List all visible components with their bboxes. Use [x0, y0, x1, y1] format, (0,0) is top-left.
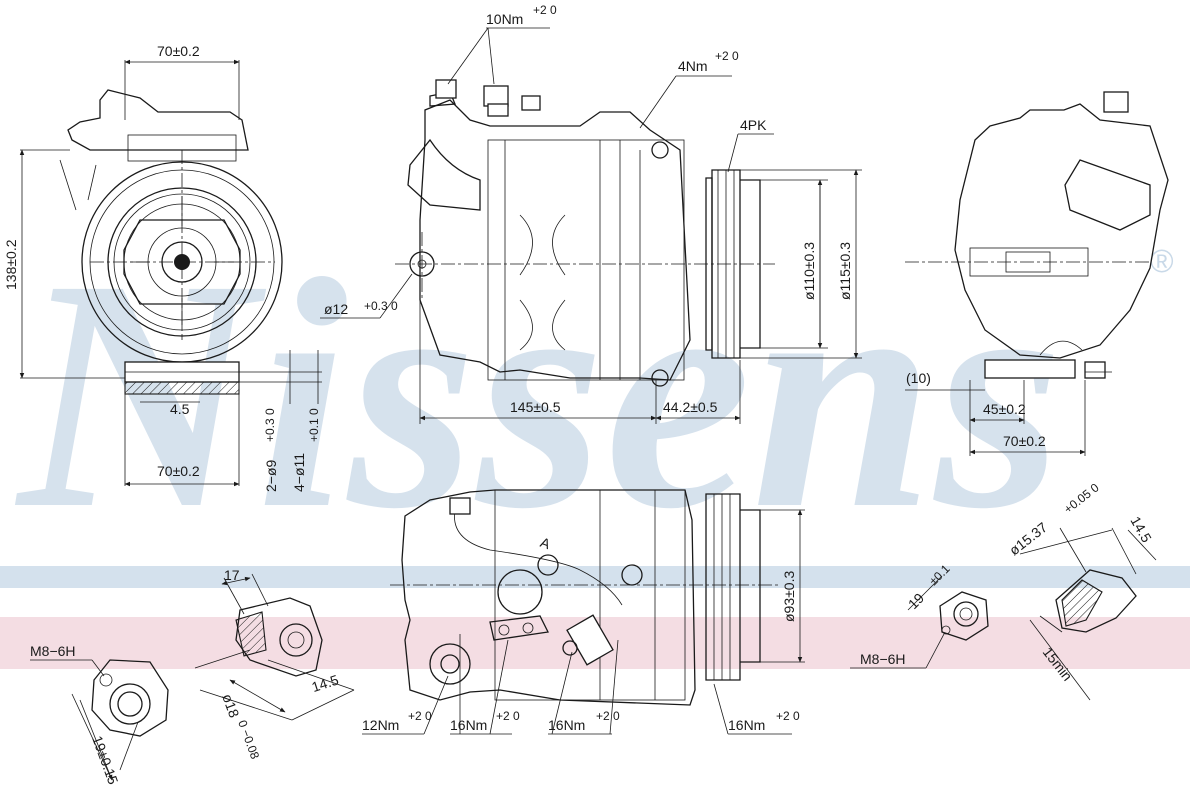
fitting-left-length-label: 14.5 — [310, 671, 341, 695]
bottom-pulley-dia-label: ø93±0.3 — [781, 571, 797, 622]
side-belt-label: 4PK — [740, 117, 767, 133]
fitting-left-bore-label: ø18 — [219, 692, 242, 720]
fitting-left-spacing-label: 19±0.15 — [89, 734, 121, 787]
side-pivot-hole-tol: +0.3 0 — [364, 299, 398, 313]
front-width-bottom-label: 70±0.2 — [157, 463, 200, 479]
fitting-left-thread-label: M8−6H — [30, 643, 76, 659]
fitting-left-detail: M8−6H 19±0.15 17 14.5 ø18 0 −0.08 — [30, 567, 355, 787]
watermark-stripe-blue — [0, 566, 1190, 588]
front-hole-b-label: 4−ø11 — [291, 453, 307, 492]
rear-width-inner-label: 45±0.2 — [983, 401, 1026, 417]
bottom-torque-2-tol: +2 0 — [496, 709, 520, 723]
front-hole-a-tol: +0.3 0 — [263, 408, 277, 442]
rear-offset-label: (10) — [906, 370, 931, 386]
fitting-right-bore-tol: +0.05 0 — [1061, 480, 1102, 516]
side-pulley-dia-outer-label: ø115±0.3 — [837, 242, 853, 300]
rear-width-outer-label: 70±0.2 — [1003, 433, 1046, 449]
bottom-torque-1-tol: +2 0 — [408, 709, 432, 723]
bottom-torque-3-tol: +2 0 — [596, 709, 620, 723]
front-hole-a-label: 2−ø9 — [263, 459, 279, 492]
front-view: 70±0.2 138±0.2 70±0.2 4.5 2−ø9 +0.3 0 4−… — [3, 43, 322, 492]
side-torque-top-label: 10Nm — [486, 11, 523, 27]
bottom-torque-4-tol: +2 0 — [776, 709, 800, 723]
fitting-right-depth-label: 14.5 — [1127, 514, 1155, 546]
watermark-registered: ® — [1150, 243, 1174, 279]
bottom-torque-1-label: 12Nm — [362, 717, 399, 733]
front-hole-b-tol: +0.1 0 — [307, 408, 321, 442]
fitting-left-bore-tol: 0 −0.08 — [235, 718, 262, 761]
fitting-right-thread-label: M8−6H — [860, 651, 906, 667]
front-height-label: 138±0.2 — [3, 239, 19, 290]
side-torque-right-label: 4Nm — [678, 58, 708, 74]
side-length-label: 145±0.5 — [510, 399, 561, 415]
fitting-right-spacing-label: 19 — [905, 590, 927, 612]
side-torque-top-tol: +2 0 — [533, 3, 557, 17]
side-pivot-hole-label: ø12 — [324, 301, 348, 317]
side-pulley-dia-inner-label: ø110±0.3 — [801, 242, 817, 300]
side-view: 145±0.5 44.2±0.5 ø110±0.3 ø115±0.3 ø12 +… — [320, 3, 862, 424]
front-flange-offset-label: 4.5 — [170, 401, 190, 417]
bottom-torque-4-label: 16Nm — [728, 717, 765, 733]
side-pulley-offset-label: 44.2±0.5 — [663, 399, 718, 415]
fitting-left-port-width-label: 17 — [224, 567, 240, 583]
rear-view: 45±0.2 70±0.2 (10) — [905, 91, 1169, 456]
bottom-torque-2-label: 16Nm — [450, 717, 487, 733]
bottom-torque-3-label: 16Nm — [548, 717, 585, 733]
front-width-top-label: 70±0.2 — [157, 43, 200, 59]
side-torque-right-tol: +2 0 — [715, 49, 739, 63]
bottom-view: A ø93±0.3 12Nm +2 0 16Nm +2 0 16Nm +2 0 … — [362, 489, 805, 735]
